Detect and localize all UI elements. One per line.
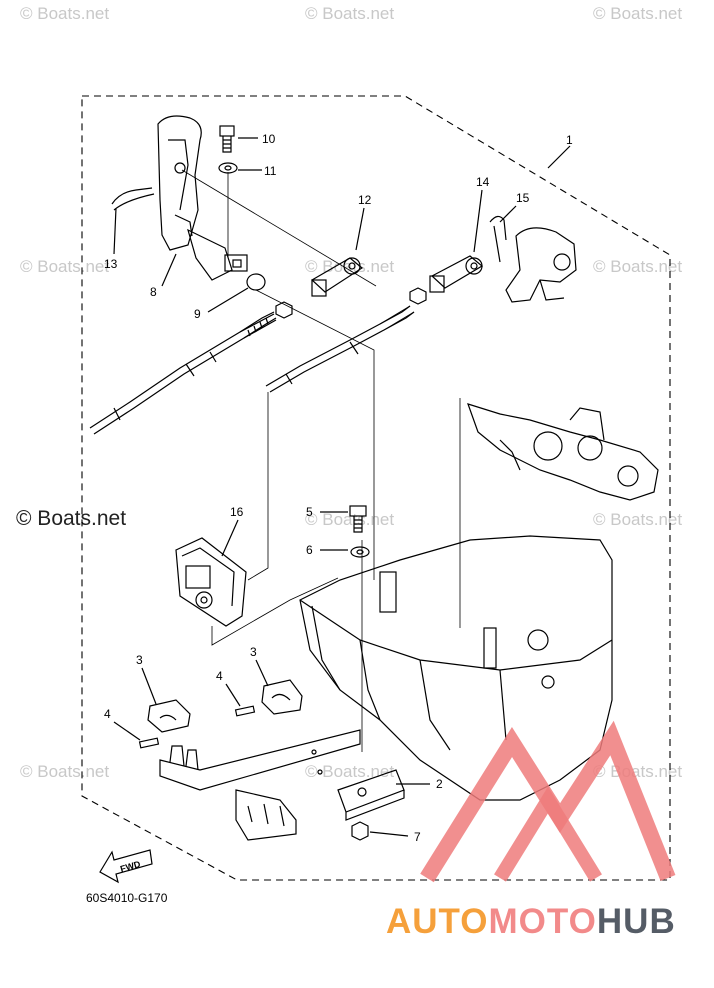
clamp-3-left [147,699,191,733]
watermark: © Boats.net [305,510,395,529]
cable-joint-12 [310,257,364,297]
brand-part-moto: MOTO [488,902,597,941]
callout-7: 7 [414,830,421,844]
shaft-assembly [467,403,659,501]
leader-line [113,721,141,741]
brand-name: AUTOMOTOHUB [386,902,676,942]
diagram-code: 60S4010-G170 [86,891,168,905]
callout-3: 3 [250,645,257,659]
brand-logo-icon [420,720,676,883]
nut-7 [351,821,369,841]
watermark-large: © Boats.net [16,507,127,530]
fwd-arrow-icon: FWD [99,849,153,884]
bolt-5 [349,505,367,533]
watermark: © Boats.net [593,257,683,276]
watermark: © Boats.net [593,510,683,529]
callout-15: 15 [516,191,530,205]
callout-14: 14 [476,175,490,189]
callout-4: 4 [104,707,111,721]
nut [275,301,293,319]
clamp-3-right [261,679,303,715]
callout-16: 16 [230,505,244,519]
guide-line [247,392,269,581]
cable-2 [265,305,415,393]
guide-line [211,577,339,646]
bolt-10 [219,125,235,153]
callout-8: 8 [150,285,157,299]
leader-line [499,205,517,223]
leader-line [355,207,365,251]
leader-line [113,207,117,255]
cable-1 [89,311,277,435]
callout-9: 9 [194,307,201,321]
leader-line [225,683,241,707]
watermark: © Boats.net [305,762,395,781]
mount-plate-2 [337,769,405,821]
watermark: © Boats.net [305,4,395,23]
callout-11: 11 [264,164,277,178]
cable-end-16 [175,537,247,627]
washer-6 [350,546,370,558]
callout-10: 10 [262,132,276,146]
watermark: © Boats.net [20,4,110,23]
leader-line [221,519,239,557]
callout-13: 13 [104,257,118,271]
watermark: © Boats.net [20,257,110,276]
callout-5: 5 [306,505,313,519]
clip-15 [489,215,507,263]
callout-2: 2 [436,777,443,791]
cable-joint-14 [429,255,484,293]
nut [409,287,427,305]
callout-3: 3 [136,653,143,667]
cotter-pin-13 [111,187,155,211]
callout-6: 6 [306,543,313,557]
assembly-boundary [81,95,671,881]
guide-line [255,289,375,580]
callout-12: 12 [358,193,372,207]
leader-line [547,145,571,169]
callout-4: 4 [216,669,223,683]
brand-part-auto: AUTO [386,902,489,941]
pin-4-right [234,705,256,717]
threaded-end [239,313,277,339]
washer-11 [218,162,238,174]
callout-1: 1 [566,133,573,147]
leader-line [161,253,177,287]
guide-line [181,169,377,287]
brand-part-hub: HUB [596,902,676,941]
leader-line [473,189,483,253]
pin-4-left [138,737,160,749]
leader-line [207,287,249,313]
watermark: © Boats.net [20,762,110,781]
o-ring-9 [246,273,266,291]
leader-line [369,831,409,837]
engine-bracket [299,535,613,801]
watermark: © Boats.net [593,4,683,23]
cable-clamp-plate [159,729,361,841]
control-lever [157,115,248,281]
leader-line [255,659,269,687]
shift-lever-bracket [505,227,577,303]
leader-line [141,667,157,705]
